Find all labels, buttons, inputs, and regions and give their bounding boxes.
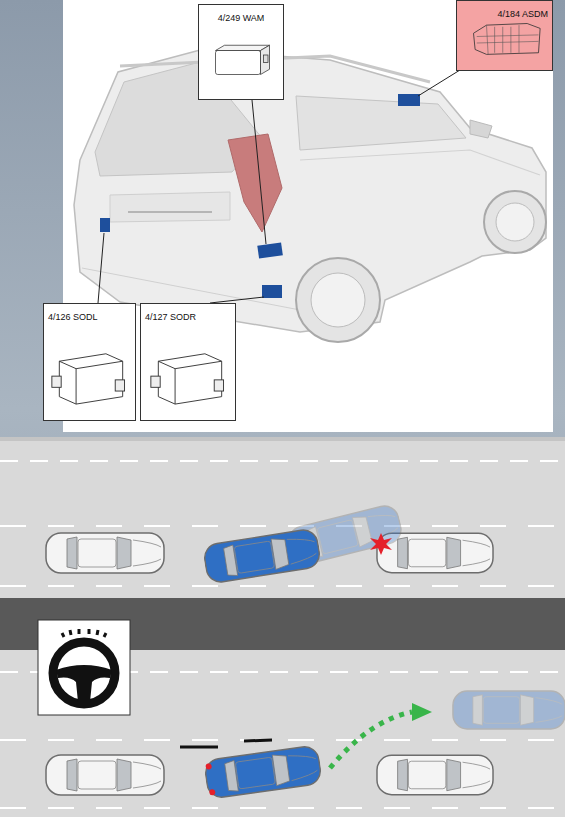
part-label: 4/249 WAM: [218, 13, 265, 24]
module-marker: [257, 242, 283, 258]
module-marker: [262, 285, 282, 298]
car: [204, 745, 322, 799]
leader-line: [252, 100, 266, 244]
module-picture: [203, 43, 285, 91]
steering-wheel-icon: [38, 620, 130, 715]
module-marker: [398, 94, 420, 106]
component-box: 4/184 ASDM: [456, 0, 553, 71]
road-scene: [0, 437, 565, 817]
path-arrow-head: [412, 703, 432, 721]
leader-line: [418, 70, 460, 96]
collision-star: [370, 533, 392, 555]
car: [46, 533, 164, 573]
car: [203, 528, 322, 584]
car: [377, 755, 493, 794]
panel: [63, 0, 553, 432]
path-arrow: [330, 712, 412, 768]
component-box: 4/249 WAM: [198, 4, 284, 100]
module-marker: [100, 218, 110, 232]
module-picture: [50, 346, 132, 410]
car: [46, 755, 164, 795]
component-box: 4/126 SODL: [43, 303, 136, 421]
car-illustration: [74, 50, 546, 342]
component-box: 4/127 SODR: [140, 303, 236, 421]
leader-line: [98, 233, 104, 303]
part-label: 4/126 SODL: [48, 312, 98, 323]
part-label: 4/184 ASDM: [497, 9, 548, 20]
part-label: 4/127 SODR: [145, 312, 196, 323]
lane-marker: [180, 740, 272, 747]
ghost-car: [453, 691, 565, 729]
module-picture: [461, 17, 551, 69]
module-picture: [149, 346, 231, 410]
